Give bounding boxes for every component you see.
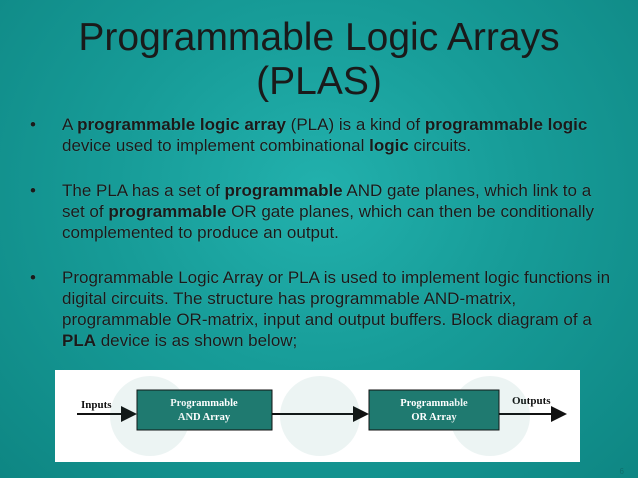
bullet-text: device used to implement combinational (62, 136, 370, 155)
bold-term: PLA (62, 331, 96, 350)
bold-term: programmable logic array (77, 115, 286, 134)
bullet-item-3: • Programmable Logic Array or PLA is used… (26, 267, 616, 351)
bullet-text: The PLA has a set of (62, 181, 225, 200)
bullet-text: OR gate planes, which can then be condit… (62, 202, 595, 242)
inputs-label: Inputs (81, 399, 112, 411)
pla-block-diagram: Inputs Programmable AND Array Programmab… (55, 370, 580, 462)
bold-term: programmable (108, 202, 227, 221)
bullet-marker: • (30, 181, 36, 200)
bullet-list: • A programmable logic array (PLA) is a k… (26, 114, 616, 375)
or-array-label-line-1: Programmable (400, 398, 468, 409)
bullet-marker: • (30, 115, 36, 134)
slide-number: 6 (619, 467, 624, 476)
or-array-label-line-2: OR Array (411, 412, 457, 423)
bullet-item-2: • The PLA has a set of programmable AND … (26, 180, 616, 243)
bullet-text: device is as shown below; (96, 331, 298, 350)
outputs-label: Outputs (512, 395, 551, 407)
bullet-marker: • (30, 268, 36, 287)
and-array-block (136, 389, 273, 431)
faint-watermark (90, 372, 550, 460)
and-array-label-line-1: Programmable (170, 398, 238, 409)
bullet-item-1: • A programmable logic array (PLA) is a k… (26, 114, 616, 156)
block-diagram-svg: Inputs Programmable AND Array Programmab… (77, 389, 567, 431)
slide-title-line-2: (PLAS) (256, 60, 382, 103)
bold-term: programmable logic (424, 115, 588, 134)
bullet-text: AND gate planes, which link to a set of (62, 181, 592, 221)
bold-term: programmable (224, 181, 343, 200)
and-array-label-line-2: AND Array (178, 412, 231, 423)
slide-title: Programmable Logic Arrays (PLAS) (0, 16, 638, 104)
bullet-text: (PLA) is a kind of (285, 115, 425, 134)
bullet-text: circuits. (408, 136, 472, 155)
bullet-text: Programmable Logic Array or PLA is used … (62, 268, 611, 329)
slide-title-line-1: Programmable Logic Arrays (78, 16, 560, 59)
bullet-text: A (62, 115, 78, 134)
or-array-block (368, 389, 500, 431)
bold-term: logic (369, 136, 409, 155)
